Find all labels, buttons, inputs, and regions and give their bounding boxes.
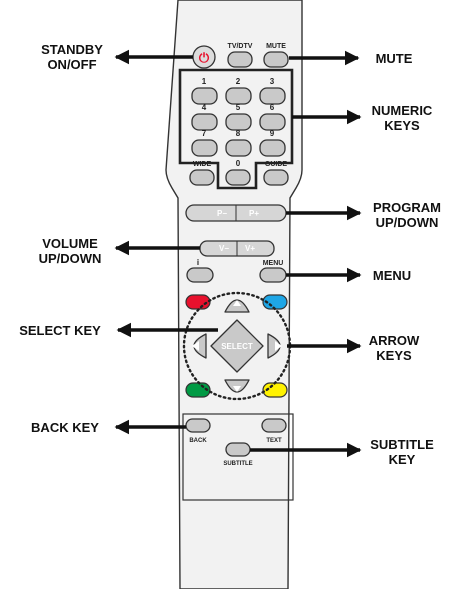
number-key-3[interactable]: 3 bbox=[259, 77, 286, 105]
program-up-button[interactable]: P+ bbox=[249, 209, 259, 218]
arrows-callout: ARROW KEYS bbox=[364, 333, 424, 363]
text-label: TEXT bbox=[266, 438, 282, 444]
number-key-7[interactable]: 7 bbox=[191, 129, 218, 157]
guide-label: GUIDE bbox=[265, 161, 288, 168]
numeric-callout-line1: NUMERIC bbox=[371, 103, 433, 118]
numeric-callout-line2: KEYS bbox=[384, 118, 420, 133]
volume-callout-line2: UP/DOWN bbox=[38, 251, 102, 266]
standby-callout-line2: ON/OFF bbox=[47, 57, 97, 72]
arrow-right-button[interactable] bbox=[267, 333, 282, 359]
volume-rocker: V− V+ bbox=[199, 240, 275, 257]
subtitle-callout: SUBTITLE KEY bbox=[362, 437, 442, 467]
wide-button[interactable]: WIDE bbox=[189, 161, 215, 186]
wide-label: WIDE bbox=[193, 161, 212, 168]
number-key-1[interactable]: 1 bbox=[191, 77, 218, 105]
number-key-0[interactable]: 0 bbox=[225, 159, 251, 186]
number-key-2-label: 2 bbox=[236, 77, 241, 86]
tvdtv-button[interactable]: TV/DTV bbox=[227, 43, 253, 68]
number-key-5-label: 5 bbox=[236, 103, 241, 112]
subtitle-callout-line2: KEY bbox=[388, 452, 416, 467]
select-callout-line1: SELECT KEY bbox=[19, 323, 101, 338]
standby-button[interactable]: ⏻ bbox=[192, 45, 216, 69]
standby-callout-line1: STANDBY bbox=[41, 42, 103, 57]
guide-button[interactable]: GUIDE bbox=[263, 161, 289, 186]
number-key-9[interactable]: 9 bbox=[259, 129, 286, 157]
arrow-left-button[interactable] bbox=[192, 333, 207, 359]
menu-callout: MENU bbox=[364, 268, 420, 283]
arrows-callout-line1: ARROW bbox=[368, 333, 420, 348]
numeric-keypad-frame bbox=[178, 68, 294, 190]
program-callout-line1: PROGRAM bbox=[373, 200, 441, 215]
number-key-9-label: 9 bbox=[270, 129, 275, 138]
arrows-callout-line2: KEYS bbox=[376, 348, 412, 363]
number-key-2[interactable]: 2 bbox=[225, 77, 252, 105]
number-key-6[interactable]: 6 bbox=[259, 103, 286, 131]
tvdtv-label: TV/DTV bbox=[228, 43, 253, 50]
arrow-left-icon bbox=[192, 341, 199, 351]
number-key-8-label: 8 bbox=[236, 129, 241, 138]
text-button[interactable]: TEXT bbox=[261, 418, 287, 444]
menu-callout-line1: MENU bbox=[372, 268, 412, 283]
arrow-up-icon bbox=[233, 300, 241, 306]
mute-callout-line1: MUTE bbox=[375, 51, 413, 66]
mute-label: MUTE bbox=[266, 43, 286, 50]
arrow-down-icon bbox=[233, 386, 241, 392]
back-callout: BACK KEY bbox=[22, 420, 108, 435]
number-key-7-label: 7 bbox=[202, 129, 207, 138]
info-button[interactable]: i bbox=[186, 258, 214, 283]
number-key-4-label: 4 bbox=[202, 103, 207, 112]
number-key-8[interactable]: 8 bbox=[225, 129, 252, 157]
standby-callout: STANDBY ON/OFF bbox=[34, 42, 110, 72]
back-button[interactable]: BACK bbox=[185, 418, 211, 444]
back-callout-line1: BACK KEY bbox=[31, 420, 99, 435]
program-callout: PROGRAM UP/DOWN bbox=[364, 200, 450, 230]
subtitle-callout-line1: SUBTITLE bbox=[370, 437, 434, 452]
arrow-down-button[interactable] bbox=[224, 379, 250, 393]
subtitle-label: SUBTITLE bbox=[223, 461, 252, 467]
arrow-right-icon bbox=[275, 341, 282, 351]
arrow-up-button[interactable] bbox=[224, 299, 250, 313]
volume-down-button[interactable]: V− bbox=[219, 244, 229, 253]
number-key-1-label: 1 bbox=[202, 77, 207, 86]
program-callout-line2: UP/DOWN bbox=[375, 215, 439, 230]
number-key-5[interactable]: 5 bbox=[225, 103, 252, 131]
volume-callout-line1: VOLUME bbox=[42, 236, 98, 251]
power-icon: ⏻ bbox=[199, 50, 210, 65]
mute-button[interactable]: MUTE bbox=[263, 43, 289, 68]
select-button[interactable]: SELECT bbox=[210, 319, 264, 373]
select-callout: SELECT KEY bbox=[8, 323, 112, 338]
numeric-callout: NUMERIC KEYS bbox=[362, 103, 442, 133]
number-key-6-label: 6 bbox=[270, 103, 275, 112]
volume-up-button[interactable]: V+ bbox=[245, 244, 255, 253]
number-key-4[interactable]: 4 bbox=[191, 103, 218, 131]
back-label: BACK bbox=[189, 438, 207, 444]
number-key-0-label: 0 bbox=[236, 159, 241, 168]
subtitle-button[interactable]: SUBTITLE bbox=[223, 442, 253, 467]
menu-label: MENU bbox=[263, 260, 284, 267]
info-label: i bbox=[197, 258, 199, 267]
program-rocker: P− P+ bbox=[185, 204, 287, 222]
mute-callout: MUTE bbox=[366, 51, 422, 66]
lower-panel bbox=[182, 413, 294, 501]
program-down-button[interactable]: P− bbox=[217, 209, 227, 218]
menu-button[interactable]: MENU bbox=[259, 260, 287, 283]
select-label: SELECT bbox=[221, 342, 253, 351]
volume-callout: VOLUME UP/DOWN bbox=[30, 236, 110, 266]
number-key-3-label: 3 bbox=[270, 77, 275, 86]
